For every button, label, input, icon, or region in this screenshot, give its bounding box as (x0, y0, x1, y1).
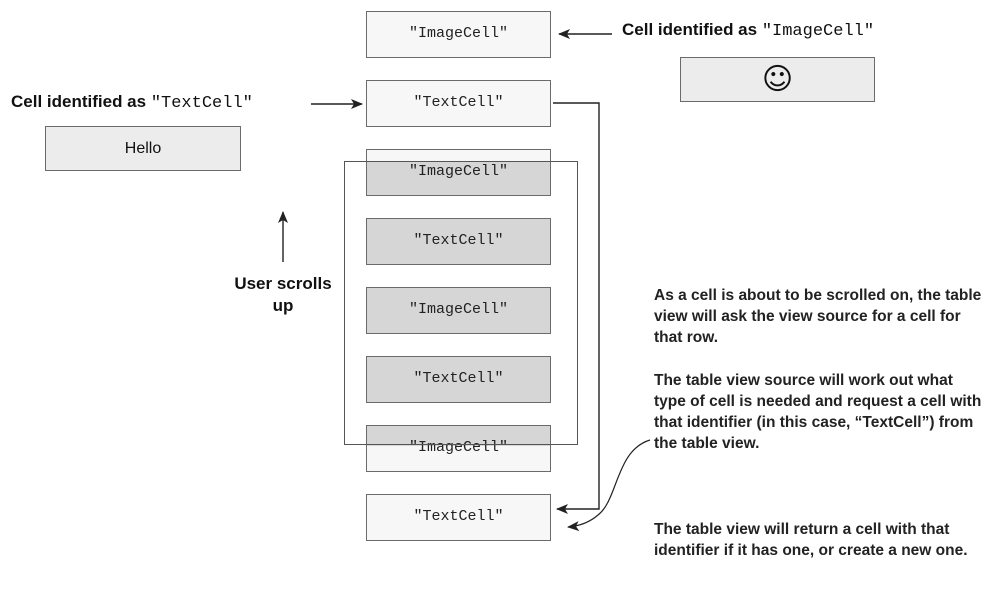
scroll-label-line-2: up (272, 296, 294, 315)
note-dequeue-request: The table view source will work out what… (654, 372, 982, 452)
table-cell-text-top: "TextCell" (366, 80, 551, 127)
text-cell-identifier-label: Cell identified as "TextCell" (11, 92, 253, 113)
text-cell-label-identifier: "TextCell" (150, 94, 253, 113)
table-cell-image-top: "ImageCell" (366, 11, 551, 58)
text-cell-preview: Hello (45, 126, 241, 171)
note-return-or-create: The table view will return a cell with t… (654, 521, 968, 559)
image-cell-label-identifier: "ImageCell" (761, 22, 875, 41)
request-curve-arrow (567, 439, 651, 532)
table-cell-image-entering: "ImageCell" (366, 425, 551, 472)
image-cell-identifier-label: Cell identified as "ImageCell" (622, 20, 874, 41)
table-view-visible-area (344, 161, 578, 445)
text-cell-label-prefix: Cell identified as (11, 92, 147, 111)
table-cell-text-visible-1: "TextCell" (366, 218, 551, 265)
image-cell-label-prefix: Cell identified as (622, 20, 758, 39)
table-cell-text-new: "TextCell" (366, 494, 551, 541)
cell-reuse-arrow (553, 102, 600, 514)
note-cell-requested: As a cell is about to be scrolled on, th… (654, 287, 982, 346)
smiley-face-icon: ☺ (761, 61, 794, 97)
table-cell-image-visible-2: "ImageCell" (366, 287, 551, 334)
image-cell-preview: ☺ (680, 57, 875, 102)
table-cell-text-visible-2: "TextCell" (366, 356, 551, 403)
scroll-label-line-1: User scrolls (234, 274, 332, 293)
table-cell-image-visible-1: "ImageCell" (366, 149, 551, 196)
text-cell-preview-text: Hello (124, 139, 162, 157)
scroll-direction-label: User scrolls up (228, 273, 338, 317)
